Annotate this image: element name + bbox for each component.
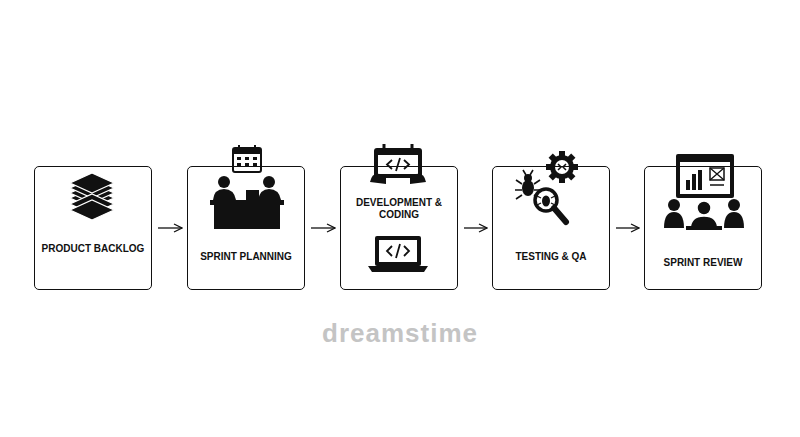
backlog-stack-icon: [70, 173, 114, 220]
planning-icon: [210, 145, 284, 229]
flow-arrow: [311, 227, 335, 228]
step-label: DEVELOPMENT & CODING: [345, 197, 453, 221]
process-box: DEVELOPMENT & CODING: [340, 166, 458, 290]
watermark: dreamstime: [322, 318, 478, 349]
step-label: TESTING & QA: [497, 251, 605, 263]
process-box: SPRINT PLANNING: [187, 166, 305, 290]
process-box: TESTING & QA: [492, 166, 610, 290]
step-label: SPRINT PLANNING: [192, 251, 300, 263]
flow-arrow: [616, 227, 639, 228]
flow-arrow: [464, 227, 487, 228]
step-label: PRODUCT BACKLOG: [39, 243, 147, 255]
process-box: SPRINT REVIEW: [644, 166, 762, 290]
testing-icon: [515, 151, 578, 222]
flow-arrow: [158, 227, 182, 228]
step-label: SPRINT REVIEW: [649, 257, 757, 269]
process-box: PRODUCT BACKLOG: [34, 166, 152, 290]
